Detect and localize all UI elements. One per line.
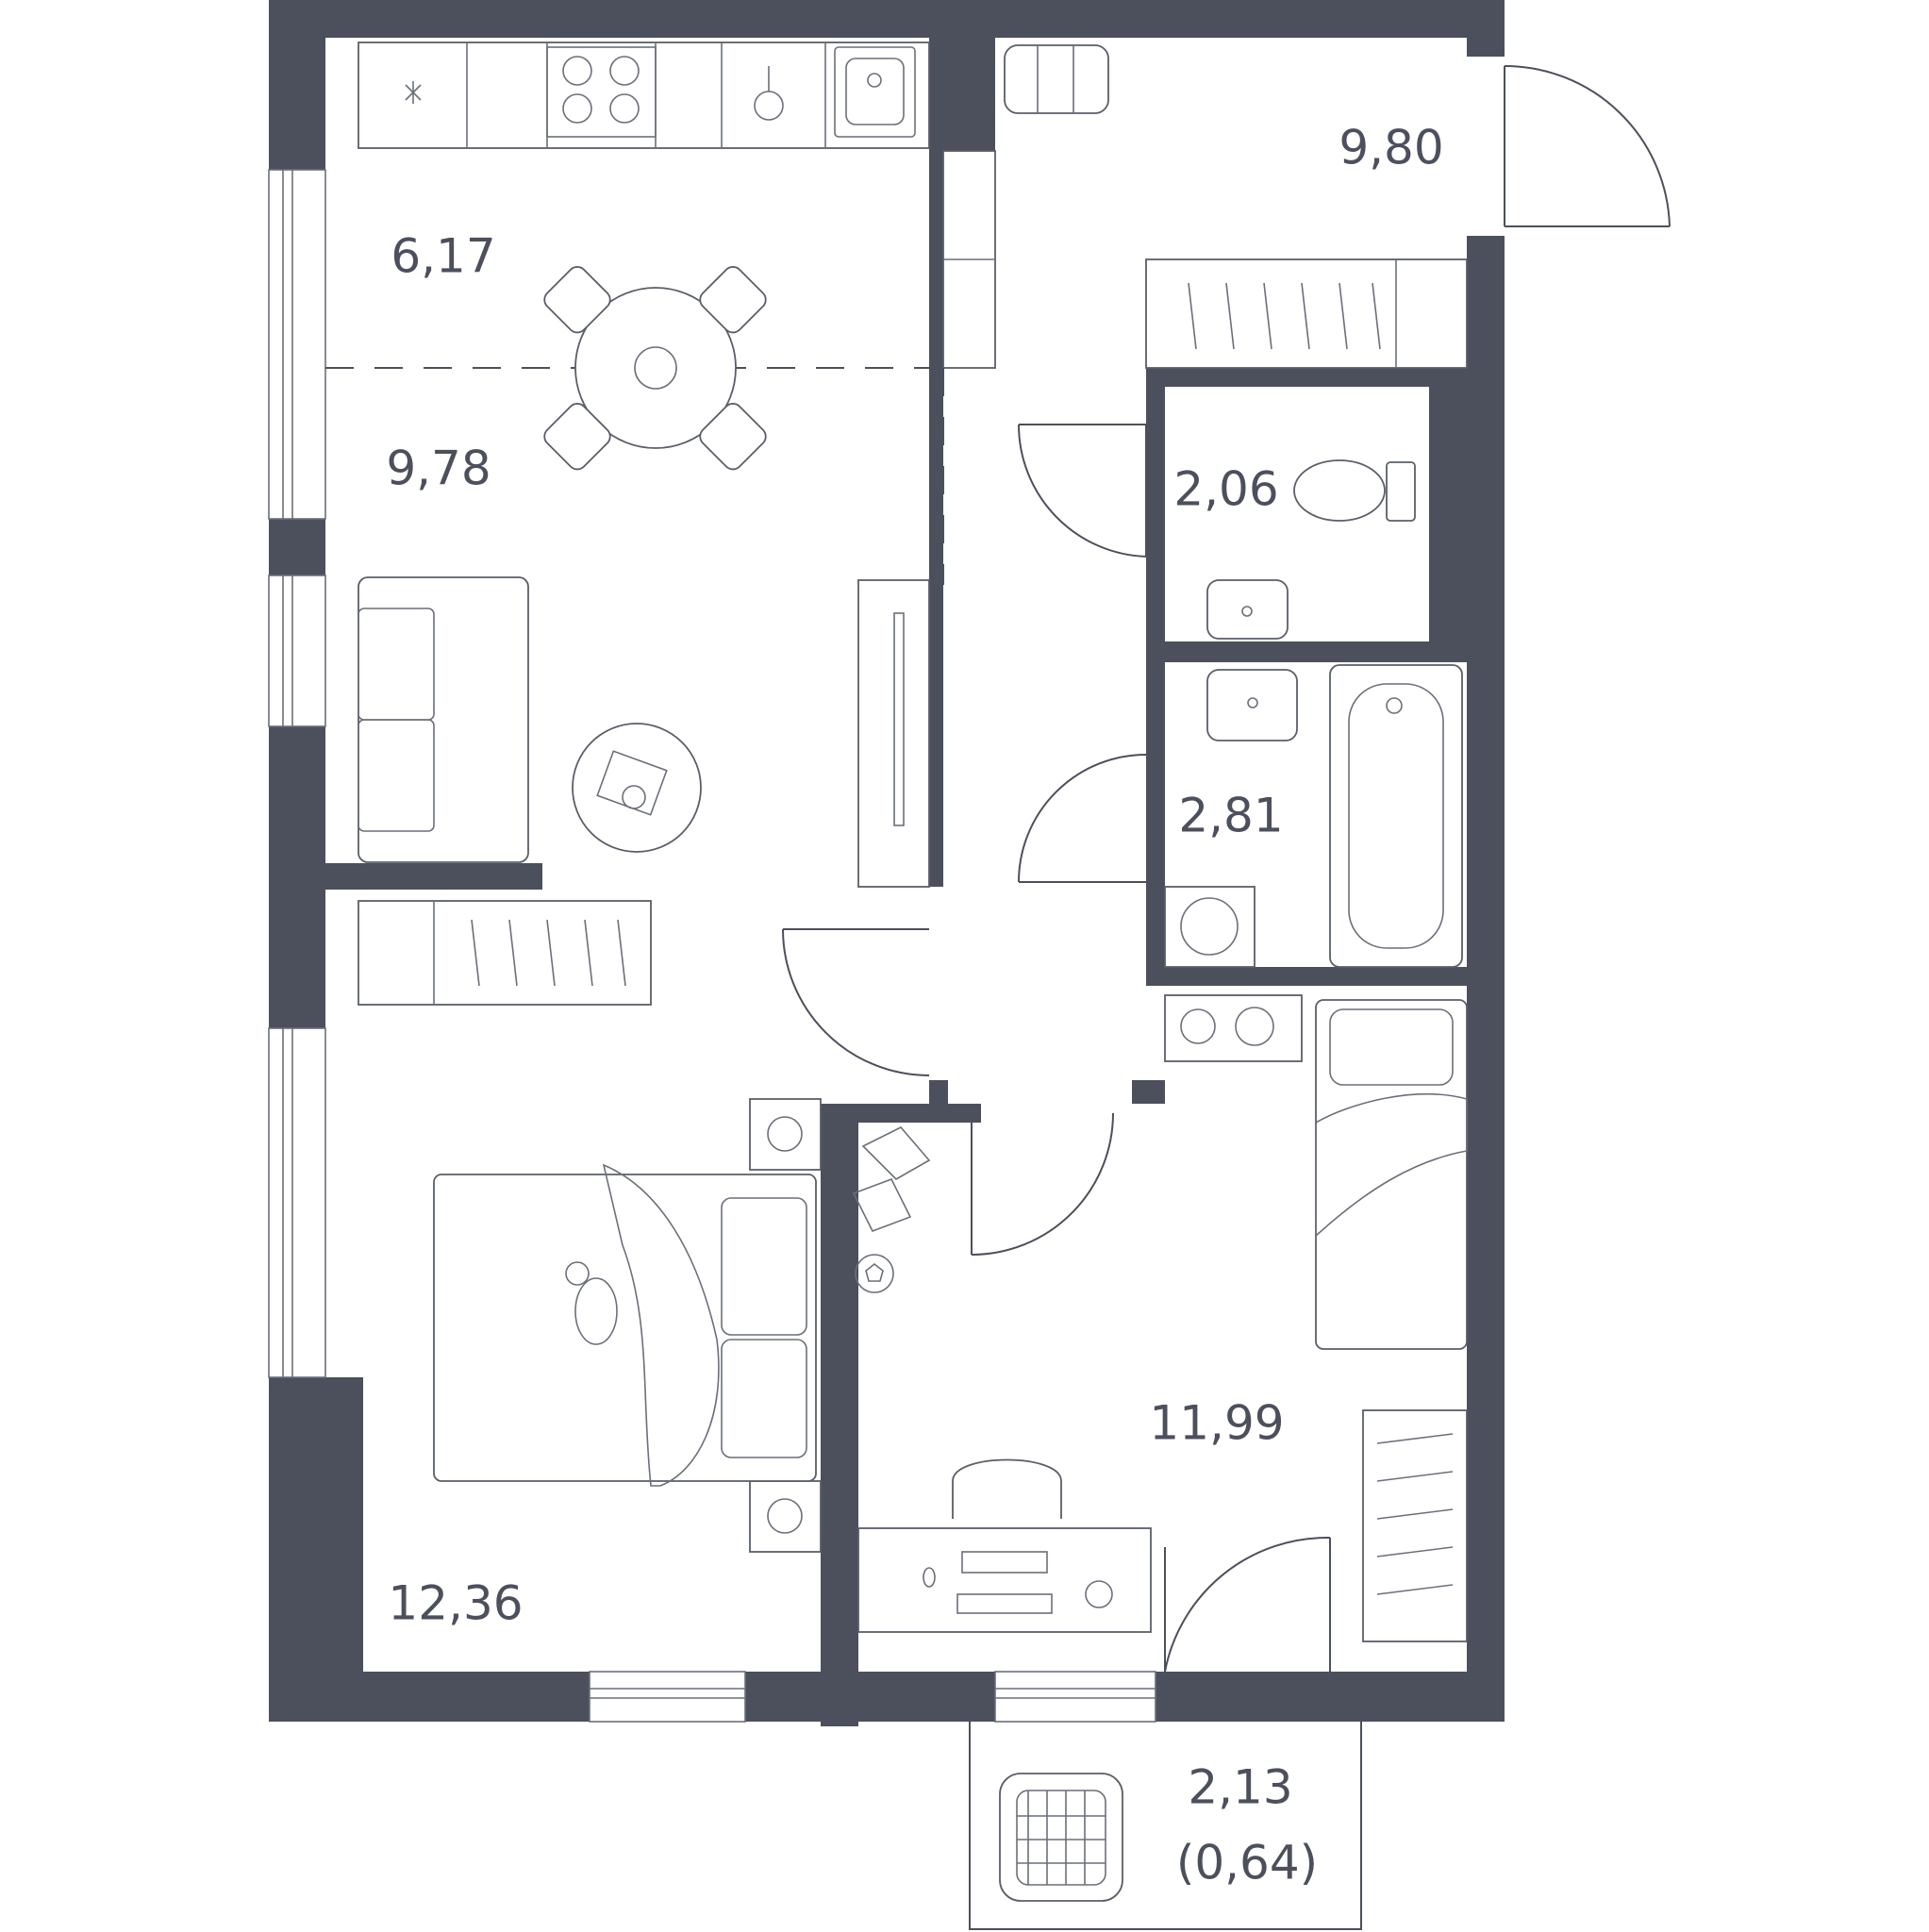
bathtub-icon xyxy=(1329,664,1463,968)
rollerskates-icon xyxy=(852,1126,931,1233)
bathroom-sink-icon xyxy=(1206,669,1298,741)
walls xyxy=(269,0,1505,1726)
toy-icon xyxy=(1180,1008,1216,1044)
balcony xyxy=(969,1722,1362,1930)
bathroom-furniture xyxy=(1164,664,1463,968)
sink-icon xyxy=(834,46,916,138)
windows xyxy=(268,169,1156,1723)
fridge-icon xyxy=(405,81,422,104)
area-labels: 6,17 9,78 9,80 2,06 2,81 12,36 11,99 2,1… xyxy=(386,121,1443,1890)
cat-icon xyxy=(565,1261,618,1345)
doors xyxy=(782,65,1671,1673)
soccer-ball-icon xyxy=(855,1254,894,1293)
hall-furniture xyxy=(1004,44,1468,369)
toilet-area: 2,06 xyxy=(1173,462,1278,517)
living-furniture xyxy=(358,576,930,888)
washbasin-icon xyxy=(1206,579,1289,640)
flowers-icon xyxy=(634,346,677,390)
dresser-icon xyxy=(358,900,652,1006)
nightstand-icon xyxy=(749,1098,822,1171)
desk-icon xyxy=(857,1527,1152,1633)
laundry-basket-icon xyxy=(999,1773,1123,1902)
cooktop-icon xyxy=(546,46,657,138)
single-bed-icon xyxy=(1315,999,1468,1350)
living-area: 9,78 xyxy=(386,441,491,496)
lamp-icon xyxy=(1085,1580,1113,1608)
nightstand-icon xyxy=(749,1480,822,1553)
bedroom-main-door xyxy=(782,928,930,1076)
tv-stand-icon xyxy=(857,579,930,888)
chair-icon xyxy=(699,266,767,334)
balcony-door xyxy=(1164,1536,1331,1673)
kitchen-furniture xyxy=(358,42,996,369)
toilet-icon xyxy=(1293,459,1416,522)
toilet-door xyxy=(1018,424,1147,558)
chair-icon xyxy=(543,403,611,471)
kids-nightstand-icon xyxy=(1164,994,1303,1062)
chair-icon xyxy=(699,403,767,471)
shoe-bench-icon xyxy=(1004,44,1109,114)
entrance-door xyxy=(1504,65,1671,227)
bathroom-door xyxy=(1018,754,1147,883)
bathroom-area: 2,81 xyxy=(1178,789,1283,843)
hall-area: 9,80 xyxy=(1339,121,1443,175)
balcony-area: 2,13 xyxy=(1188,1760,1292,1815)
bedroom-main-furniture xyxy=(358,900,822,1553)
kitchen-area: 6,17 xyxy=(391,229,495,284)
toilet-furniture xyxy=(1206,459,1416,640)
bedroom-main-area: 12,36 xyxy=(388,1576,523,1631)
faucet-icon xyxy=(754,66,784,121)
balcony-reduced-area: (0,64) xyxy=(1176,1836,1318,1890)
chair-icon xyxy=(543,266,611,334)
bedroom-kids-area: 11,99 xyxy=(1149,1396,1284,1451)
dining-table xyxy=(543,266,767,471)
wardrobe-icon xyxy=(1145,258,1468,369)
kids-wardrobe-icon xyxy=(1362,1409,1468,1642)
desk-chair-icon xyxy=(952,1458,1062,1519)
sofa-icon xyxy=(358,576,529,863)
coffee-table-icon xyxy=(572,723,702,853)
bedroom-kids-furniture xyxy=(852,994,1468,1642)
bedroom-kids-door xyxy=(971,1112,1114,1256)
washing-machine-icon xyxy=(1164,886,1256,968)
double-bed-icon xyxy=(433,1163,817,1487)
